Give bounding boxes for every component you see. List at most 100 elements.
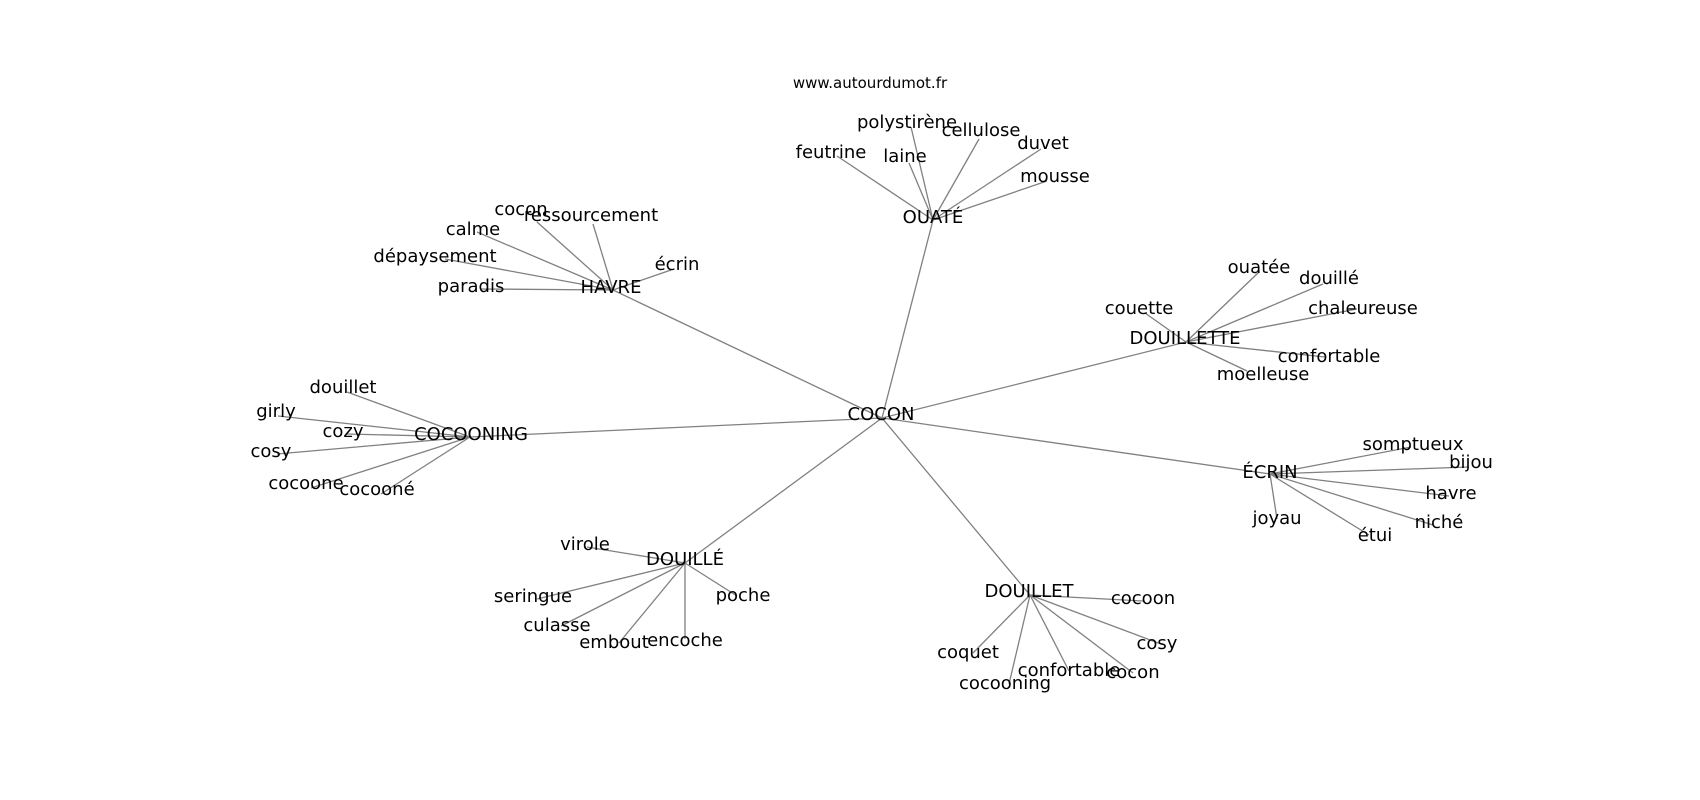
leaf-node-havre-5: écrin [655, 254, 700, 275]
leaf-node-ouate-1: cellulose [942, 120, 1021, 141]
edge-douillette-leaf-4 [1185, 341, 1326, 358]
edge-root-ecrin [881, 417, 1271, 475]
leaf-node-douille-1: seringue [494, 586, 572, 607]
leaf-node-douillet-1: cosy [1137, 633, 1178, 654]
edge-douillet-leaf-5 [1008, 594, 1031, 685]
edge-douille-leaf-0 [586, 546, 686, 564]
leaf-node-ecrin-4: étui [1358, 525, 1393, 546]
edge-ecrin-leaf-2 [1269, 473, 1450, 497]
edge-cocooning-leaf-3 [276, 436, 471, 455]
edge-cocooning-leaf-1 [277, 415, 471, 438]
edge-douille-leaf-1 [536, 562, 686, 600]
leaf-node-douillette-1: douillé [1299, 268, 1359, 289]
leaf-node-havre-1: ressourcement [524, 205, 658, 226]
leaf-node-ouate-0: polystirène [857, 112, 957, 133]
leaf-node-ecrin-1: bijou [1449, 452, 1493, 473]
edge-ouate-leaf-1 [932, 138, 980, 221]
graph-labels: www.autourdumot.fr COCONHAVREcoconressou… [251, 74, 1493, 694]
leaf-node-cocooning-1: girly [256, 401, 296, 422]
leaf-node-ouate-2: duvet [1017, 133, 1069, 154]
leaf-node-douillet-5: cocooning [959, 673, 1051, 694]
edge-cocooning-leaf-5 [380, 436, 471, 495]
leaf-node-cocooning-0: douillet [310, 377, 377, 398]
leaf-node-douillette-0: ouatée [1228, 257, 1291, 278]
hub-node-havre: HAVRE [581, 277, 642, 298]
edge-ecrin-leaf-3 [1269, 473, 1434, 526]
edge-root-cocooning [469, 417, 883, 438]
edge-douillette-leaf-1 [1185, 283, 1324, 343]
leaf-node-douillet-0: cocoon [1111, 588, 1175, 609]
edge-ecrin-leaf-5 [1269, 473, 1278, 520]
edge-root-douillette [881, 341, 1187, 419]
edge-havre-leaf-5 [612, 269, 672, 291]
edge-douillette-leaf-2 [1144, 312, 1187, 343]
edge-havre-leaf-2 [476, 231, 614, 291]
leaf-node-douillette-4: confortable [1278, 346, 1381, 367]
leaf-node-ecrin-5: joyau [1251, 508, 1301, 529]
hub-node-douillette: DOUILLETTE [1130, 328, 1241, 349]
leaf-node-havre-0: cocon [494, 199, 547, 220]
edge-havre-leaf-3 [444, 258, 614, 291]
leaf-node-havre-3: dépaysement [373, 246, 496, 267]
site-url: www.autourdumot.fr [793, 74, 948, 92]
leaf-node-douille-2: culasse [523, 615, 590, 636]
edge-douillet-leaf-2 [972, 594, 1031, 654]
leaf-node-ecrin-2: havre [1425, 483, 1476, 504]
edge-douillette-leaf-5 [1185, 341, 1248, 372]
leaf-node-cocooning-5: cocooné [339, 479, 414, 500]
edge-havre-leaf-0 [536, 221, 614, 291]
edge-douillet-leaf-1 [1029, 594, 1162, 645]
edge-cocooning-leaf-4 [310, 436, 471, 489]
leaf-node-havre-4: paradis [438, 276, 505, 297]
leaf-node-ecrin-3: niché [1415, 512, 1464, 533]
leaf-node-cocooning-4: cocoone [268, 473, 343, 494]
edge-ouate-leaf-2 [932, 148, 1042, 221]
edge-cocooning-leaf-2 [346, 433, 471, 438]
edge-root-ouate [881, 219, 934, 419]
edge-root-douillet [881, 417, 1031, 596]
edge-douille-leaf-3 [618, 562, 686, 644]
edge-douille-leaf-5 [684, 562, 738, 597]
leaf-node-havre-2: calme [446, 219, 501, 240]
graph-edges [276, 126, 1470, 685]
edge-ecrin-leaf-0 [1269, 446, 1412, 475]
leaf-node-ouate-3: feutrine [796, 142, 867, 163]
edge-douillet-leaf-4 [1029, 594, 1134, 674]
edge-ecrin-leaf-4 [1269, 473, 1370, 536]
edge-ecrin-leaf-1 [1269, 466, 1470, 475]
leaf-node-douillette-2: couette [1105, 298, 1174, 319]
leaf-node-ecrin-0: somptueux [1363, 434, 1464, 455]
edge-douillette-leaf-3 [1185, 308, 1358, 343]
hub-node-ouate: OUATÉ [903, 206, 964, 228]
hub-node-douillet: DOUILLET [985, 581, 1075, 602]
edge-douillet-leaf-3 [1029, 594, 1070, 672]
leaf-node-ouate-5: mousse [1020, 166, 1090, 187]
leaf-node-douille-5: poche [716, 585, 771, 606]
hub-node-ecrin: ÉCRIN [1242, 461, 1297, 483]
leaf-node-douille-4: encoche [647, 630, 723, 651]
edge-havre-leaf-4 [480, 288, 614, 291]
edge-root-havre [612, 289, 883, 419]
edge-ouate-leaf-3 [836, 155, 934, 221]
edge-root-douille [684, 417, 883, 564]
edge-douillette-leaf-0 [1185, 271, 1260, 343]
edge-douille-leaf-2 [560, 562, 686, 627]
edge-douillet-leaf-0 [1029, 594, 1144, 602]
edge-cocooning-leaf-0 [346, 391, 471, 438]
leaf-node-douillette-5: moelleuse [1217, 364, 1310, 385]
leaf-node-douille-3: embout [579, 632, 649, 653]
leaf-node-douillet-3: confortable [1018, 660, 1121, 681]
edge-ouate-leaf-0 [910, 126, 934, 221]
leaf-node-douillette-3: chaleureuse [1308, 298, 1418, 319]
leaf-node-cocooning-2: cozy [322, 421, 363, 442]
leaf-node-douillet-2: coquet [937, 642, 999, 663]
leaf-node-douillet-4: cocon [1106, 662, 1159, 683]
leaf-node-ouate-4: laine [883, 146, 927, 167]
root-node: COCON [848, 404, 915, 425]
edge-ouate-leaf-5 [932, 180, 1048, 221]
edge-havre-leaf-1 [592, 223, 614, 291]
hub-node-douille: DOUILLÉ [646, 548, 724, 570]
leaf-node-cocooning-3: cosy [251, 441, 292, 462]
edge-ouate-leaf-4 [908, 162, 934, 221]
